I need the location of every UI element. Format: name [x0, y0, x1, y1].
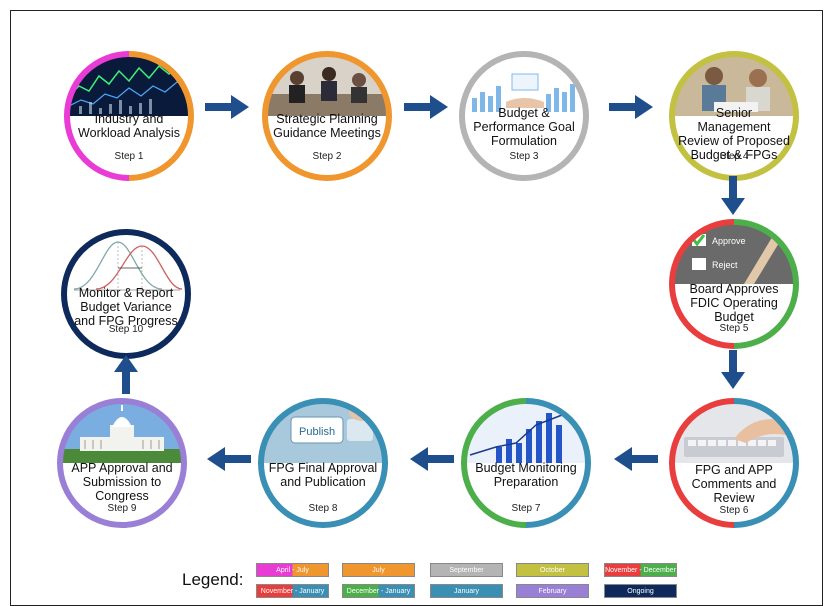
step-10-monitor-report: Monitor & Report Budget Variance and FPG… [60, 228, 192, 360]
step-label: Senior Management Review of Proposed Bud… [678, 106, 790, 162]
legend-label: September [449, 567, 484, 574]
step-2-strategic-planning: Strategic Planning Guidance Meetings Ste… [261, 50, 393, 182]
step-number: Step 3 [509, 151, 539, 162]
legend-item: November - January [256, 584, 329, 598]
legend-label: November - December [605, 567, 676, 574]
step-number: Step 6 [719, 505, 749, 516]
legend-label: April - July [276, 567, 309, 574]
step-ring [459, 51, 589, 181]
arrow-left-icon [614, 447, 658, 471]
legend-item: July [342, 563, 415, 577]
step-ring-right [525, 398, 591, 528]
legend-item: January [430, 584, 503, 598]
step-number: Step 10 [108, 324, 144, 335]
step-label: APP Approval and Submission to Congress [71, 461, 173, 503]
step-ring-right [733, 398, 799, 528]
legend-title: Legend: [182, 570, 244, 589]
legend-item: December - January [342, 584, 415, 598]
step-number: Step 1 [114, 151, 144, 162]
step-label: Industry and Workload Analysis [78, 112, 180, 140]
arrow-up-icon [114, 355, 138, 394]
step-ring-right [128, 51, 194, 181]
arrow-down-icon [721, 350, 745, 389]
step-number: Step 5 [719, 323, 749, 334]
legend-item: October [516, 563, 589, 577]
legend-item: November - December [604, 563, 677, 577]
step-ring-right [733, 219, 799, 349]
step-label: Strategic Planning Guidance Meetings [273, 112, 381, 140]
step-8-fpg-final-approval: Publish FPG Final Approval and Publicati… [257, 397, 389, 529]
legend-label: February [538, 588, 567, 595]
arrow-left-icon [207, 447, 251, 471]
svg-text:Publish: Publish [299, 426, 335, 438]
step-label: FPG and APP Comments and Review [691, 463, 777, 505]
step-1-industry-workload-analysis: Industry and Workload Analysis Step 1 [63, 50, 195, 182]
legend-label: July [372, 567, 385, 574]
legend-item: April - July [256, 563, 329, 577]
step-number: Step 7 [511, 503, 541, 514]
legend-label: January [454, 588, 479, 595]
arrow-left-icon [410, 447, 454, 471]
arrow-right-icon [609, 95, 653, 119]
step-number: Step 2 [312, 151, 342, 162]
publish-key-icon: Publish [263, 403, 383, 463]
step-3-budget-goal-formulation: Budget & Performance Goal Formulation St… [458, 50, 590, 182]
legend-item: September [430, 563, 503, 577]
step-number: Step 8 [308, 503, 338, 514]
step-4-senior-management-review: Senior Management Review of Proposed Bud… [668, 50, 800, 182]
legend-item: February [516, 584, 589, 598]
step-label: Budget Monitoring Preparation [475, 461, 577, 489]
step-ring [57, 398, 187, 528]
step-6-fpg-app-comments-review: FPG and APP Comments and Review Step 6 [668, 397, 800, 529]
svg-text:Reject: Reject [712, 260, 738, 270]
legend-label: November - January [260, 588, 325, 595]
step-label: Board Approves FDIC Operating Budget [689, 282, 779, 324]
step-label: Budget & Performance Goal Formulation [473, 106, 575, 148]
legend-label: December - January [346, 588, 411, 595]
legend-label: October [540, 567, 565, 574]
step-ring-left [461, 398, 527, 528]
arrow-down-icon [721, 176, 745, 215]
svg-text:Approve: Approve [712, 236, 746, 246]
step-ring-left [669, 219, 735, 349]
legend-label: Ongoing [627, 588, 654, 595]
legend-item: Ongoing [604, 584, 677, 598]
step-ring [262, 51, 392, 181]
arrow-right-icon [404, 95, 448, 119]
step-ring-left [669, 398, 735, 528]
step-ring-left [64, 51, 130, 181]
step-9-app-approval-submission: APP Approval and Submission to Congress … [56, 397, 188, 529]
step-ring [258, 398, 388, 528]
step-label: FPG Final Approval and Publication [268, 461, 378, 489]
step-label: Monitor & Report Budget Variance and FPG… [74, 286, 178, 328]
step-5-board-approves-budget: Approve Reject Board Approves FDIC Opera… [668, 218, 800, 350]
step-number: Step 4 [719, 151, 749, 162]
arrow-right-icon [205, 95, 249, 119]
step-number: Step 9 [107, 503, 137, 514]
step-7-budget-monitoring-preparation: Budget Monitoring Preparation Step 7 [460, 397, 592, 529]
